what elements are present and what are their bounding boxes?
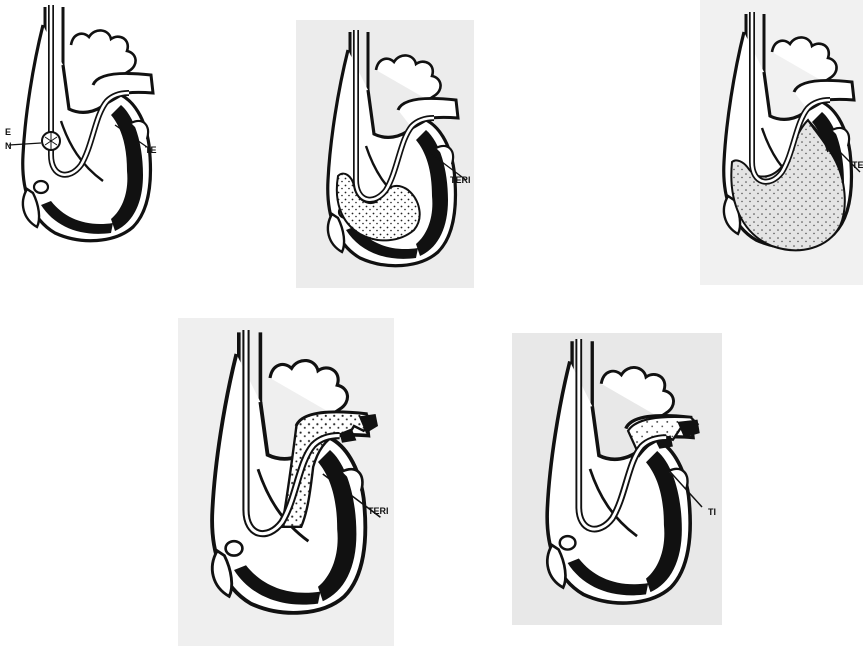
left-label-top: E — [5, 127, 11, 137]
heart-diagram-panel-4: TERI — [178, 318, 394, 646]
heart-diagram-2: TERI — [296, 20, 474, 288]
heart-diagram-panel-3: TE — [700, 0, 863, 285]
heart-diagram-panel-2: TERI — [296, 20, 474, 288]
termination-label: TE — [852, 160, 863, 170]
heart-diagram-4: TERI — [178, 318, 394, 646]
heart-diagram-panel-5: TI — [512, 333, 722, 625]
termination-label: TE — [145, 145, 157, 155]
termination-label: TERI — [450, 175, 471, 185]
heart-diagram-3: TE — [700, 0, 863, 285]
termination-label: TI — [708, 507, 716, 517]
heart-diagram-5: TI — [512, 333, 722, 625]
heart-diagram-1: E N TE — [5, 5, 157, 250]
heart-diagram-panel-1: E N TE — [5, 5, 157, 250]
termination-label: TERI — [368, 506, 389, 516]
left-label-bottom: N — [5, 141, 12, 151]
